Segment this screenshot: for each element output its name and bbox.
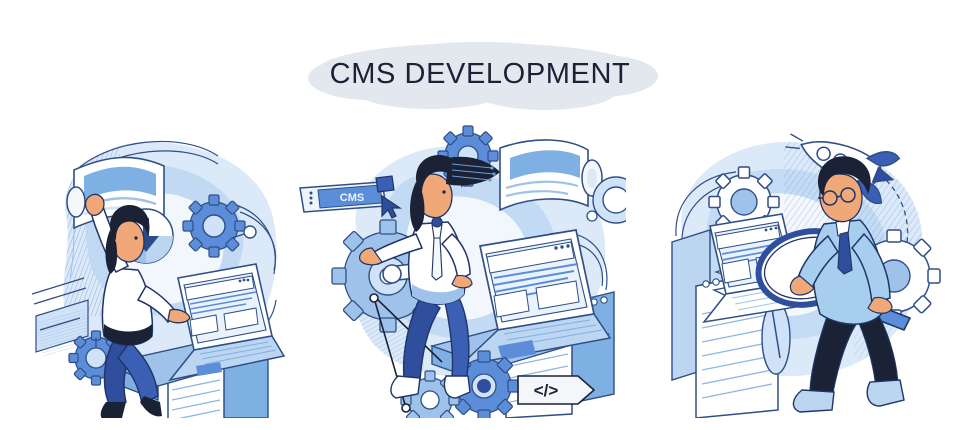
code-tag-label: </>	[534, 381, 559, 400]
circuit-hair-pattern	[446, 156, 500, 186]
connector-knob	[231, 225, 257, 239]
code-tag-banner: </>	[517, 375, 596, 405]
browser-window	[485, 238, 588, 323]
cms-url-bar[interactable]: CMS	[299, 175, 395, 213]
title-cloud-shape	[308, 42, 658, 110]
illustration-content-upload: </>	[18, 118, 314, 418]
browser-text-lines	[189, 291, 257, 315]
scroll-banner	[499, 139, 603, 212]
browser-dots-icon	[238, 278, 250, 283]
menu-dots-icon	[309, 191, 313, 205]
browser-dots-icon	[554, 244, 570, 250]
rocket-trail	[885, 179, 909, 271]
woman-character	[84, 193, 191, 418]
illustration-cms-management: CMS	[296, 118, 626, 418]
illustration-content-audit	[648, 118, 948, 418]
browser-content-boxes	[189, 307, 259, 337]
laptop	[457, 229, 612, 368]
page-title: CMS DEVELOPMENT	[329, 58, 631, 90]
ring-icon	[586, 176, 626, 224]
gear-large	[182, 194, 246, 258]
cms-label: CMS	[340, 192, 364, 204]
glasses-icon	[818, 187, 856, 206]
browser-window	[183, 272, 267, 344]
browser-content-boxes	[493, 280, 580, 318]
title-banner: CMS DEVELOPMENT	[0, 34, 960, 114]
browser-dots-icon	[764, 226, 778, 232]
keyboard-keys	[199, 341, 277, 365]
man-character	[789, 156, 905, 413]
woman-character	[359, 154, 500, 399]
cursor-pointer-icon	[381, 194, 402, 219]
laptop	[168, 263, 286, 382]
gear-outline-top	[708, 166, 780, 238]
